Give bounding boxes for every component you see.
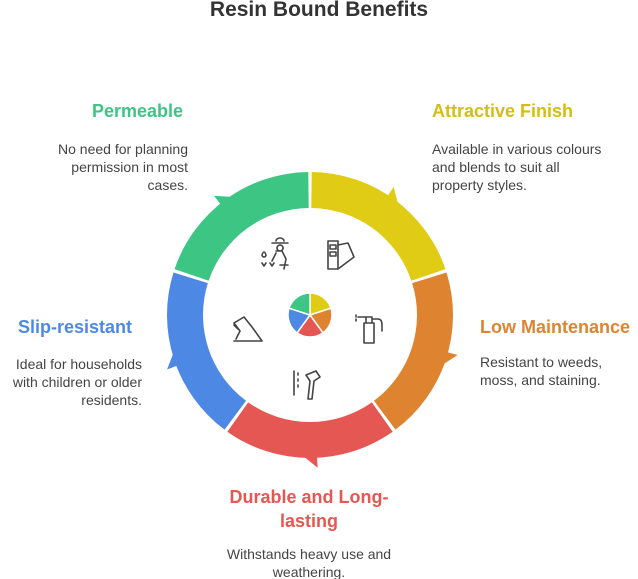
benefit-title-attractive-finish: Attractive Finish	[432, 101, 574, 121]
benefit-desc-attractive-finish: Available in various colours and blends …	[432, 141, 602, 193]
benefit-title-permeable: Permeable	[92, 101, 184, 121]
center-pie-slice	[288, 292, 311, 317]
ring-segment	[167, 272, 247, 430]
ring-segment	[311, 172, 446, 281]
ring-segment	[174, 172, 309, 281]
benefit-title-durable: Durable and Long-lasting	[229, 487, 389, 531]
benefit-title-low-maintenance: Low Maintenance	[480, 317, 631, 337]
diagram-title: Resin Bound Benefits	[209, 0, 429, 21]
ring-arrow	[387, 186, 399, 206]
shoe-icon	[233, 316, 263, 342]
color-swatch-icon	[327, 240, 355, 270]
ring-arrow	[167, 351, 179, 370]
ring-arrow	[441, 351, 458, 366]
ring-segment	[373, 272, 454, 430]
benefit-title-slip-resistant: Slip-resistant	[18, 317, 133, 337]
spray-bottle-icon	[355, 314, 383, 344]
benefit-desc-permeable: No need for planning permission in most …	[58, 141, 188, 193]
benefit-desc-low-maintenance: Resistant to weeds, moss, and staining.	[480, 354, 603, 388]
ring-arrow	[213, 195, 233, 206]
benefit-desc-durable: Withstands heavy use and weathering.	[226, 546, 392, 579]
hammer-icon	[293, 370, 321, 400]
benefit-desc-slip-resistant: Ideal for households with children or ol…	[12, 356, 142, 408]
ring-segment	[227, 402, 393, 459]
gardener-icon	[261, 237, 289, 270]
ring-arrow	[302, 455, 318, 468]
